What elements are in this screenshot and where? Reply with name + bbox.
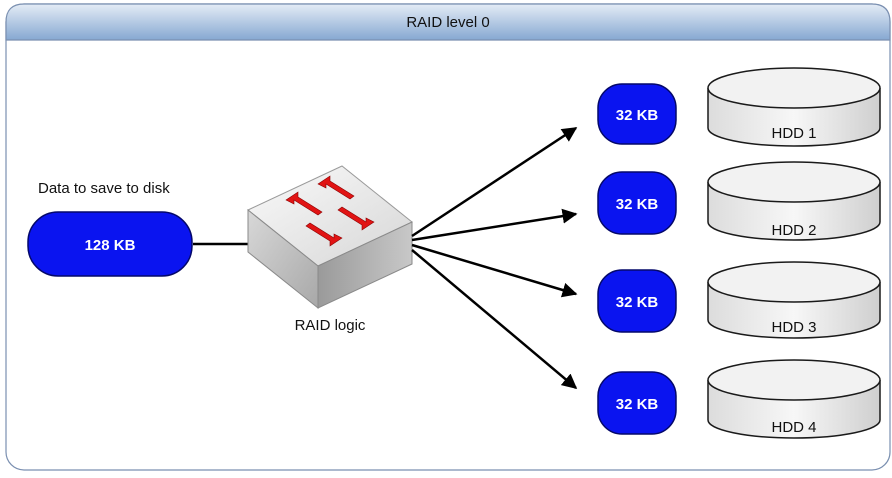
- chunk-block-1: 32 KB: [597, 83, 677, 145]
- chunk-size-label: 32 KB: [616, 294, 659, 311]
- source-size-label: 128 KB: [85, 237, 136, 254]
- chunk-size-label: 32 KB: [616, 196, 659, 213]
- chunk-block-4: 32 KB: [597, 371, 677, 435]
- chunk-block-2: 32 KB: [597, 171, 677, 235]
- disk-icon-hdd-2: HDD 2: [707, 161, 881, 241]
- source-caption: Data to save to disk: [38, 180, 170, 197]
- arrow-to-chunk-1: [411, 126, 578, 238]
- source-block: 128 KB: [27, 211, 193, 277]
- disk-icon-hdd-4: HDD 4: [707, 359, 881, 439]
- disk-label: HDD 2: [771, 222, 816, 239]
- arrow-to-chunk-4: [411, 249, 578, 389]
- fanout-arrows: [411, 126, 578, 389]
- arrow-to-chunk-2: [411, 208, 578, 242]
- arrow-to-chunk-3: [411, 243, 578, 298]
- disk-label: HDD 4: [771, 419, 816, 436]
- controller-label: RAID logic: [295, 317, 366, 334]
- raid-controller-icon: [247, 165, 413, 310]
- disk-icon-hdd-3: HDD 3: [707, 261, 881, 339]
- disk-icon-hdd-1: HDD 1: [707, 67, 881, 147]
- routing-arrows-icon: [285, 175, 375, 247]
- disk-label: HDD 1: [771, 125, 816, 142]
- diagram-title: RAID level 0: [406, 14, 489, 31]
- disk-label: HDD 3: [771, 319, 816, 336]
- chunk-block-3: 32 KB: [597, 269, 677, 333]
- chunk-size-label: 32 KB: [616, 107, 659, 124]
- chunk-size-label: 32 KB: [616, 396, 659, 413]
